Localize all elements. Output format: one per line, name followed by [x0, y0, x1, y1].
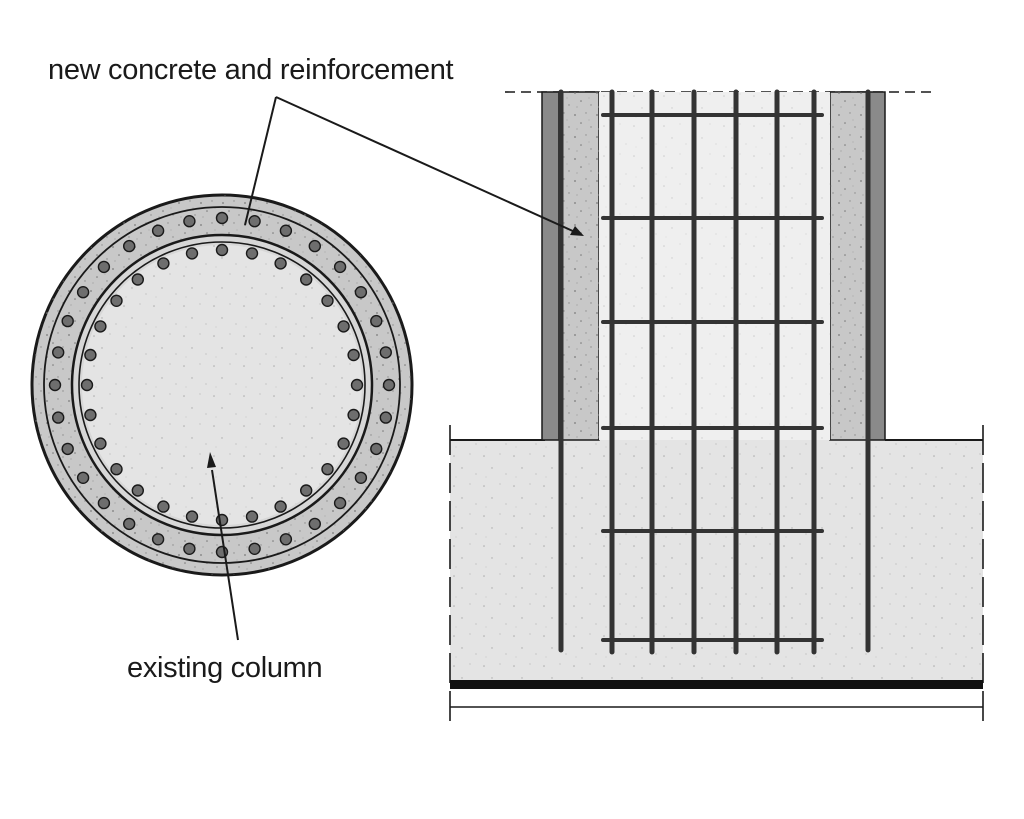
rebar-dot — [131, 484, 145, 497]
rebar-dot — [84, 408, 97, 422]
rebar-dot — [185, 247, 199, 260]
rebar-dot — [337, 320, 350, 333]
rebar-dot — [157, 257, 170, 270]
rebar-dot — [94, 320, 107, 333]
rebar-dot — [248, 214, 261, 228]
new-reinforcement-bars — [48, 211, 396, 559]
rebar-dot — [245, 510, 259, 523]
rebar-dot — [80, 378, 94, 392]
rebar-dot — [354, 286, 368, 299]
rebar-dot — [61, 314, 74, 328]
rebar-dot — [151, 224, 165, 237]
rebar-dot — [370, 442, 383, 456]
rebar-dot — [52, 411, 65, 424]
rebar-dot — [347, 348, 360, 362]
rebar-dot — [321, 463, 334, 476]
rebar-dot — [382, 378, 396, 392]
rebar-dot — [131, 273, 145, 286]
existing-column-elevation — [599, 92, 830, 440]
rebar-dot — [122, 239, 136, 253]
rebar-dot — [183, 214, 196, 228]
rebar-dot — [157, 500, 170, 513]
rebar-dot — [110, 294, 123, 307]
rebar-dot — [122, 517, 136, 531]
rebar-dot — [300, 273, 313, 286]
rebar-dot — [215, 243, 229, 257]
rebar-dot — [379, 346, 392, 359]
rebar-dot — [379, 411, 392, 424]
rebar-dot — [97, 496, 111, 510]
rebar-dot — [48, 378, 62, 392]
rebar-dot — [333, 260, 347, 274]
existing-reinforcement-bars — [80, 243, 364, 527]
inner-hoop — [78, 241, 366, 529]
rebar-dot — [279, 533, 293, 546]
left-jacket — [541, 91, 600, 441]
rebar-dot — [274, 500, 287, 513]
label-existing-column: existing column — [127, 652, 322, 684]
rebar-dot — [84, 348, 97, 362]
reinforcement-cage — [601, 89, 824, 655]
rebar-dot — [94, 437, 107, 450]
footing — [449, 425, 984, 725]
rebar-dot — [151, 533, 165, 546]
rebar-dot — [110, 463, 123, 476]
rebar-dot — [300, 484, 313, 497]
rebar-dot — [245, 247, 259, 260]
outer-hoop — [43, 206, 401, 564]
rebar-dot — [333, 496, 347, 510]
rebar-dot — [308, 517, 321, 531]
rebar-dot — [337, 437, 350, 450]
rebar-dot — [370, 314, 383, 328]
rebar-dot — [215, 211, 229, 225]
existing-column-core — [82, 245, 362, 525]
rebar-dot — [61, 442, 74, 456]
label-new-concrete: new concrete and reinforcement — [48, 54, 454, 86]
rebar-dot — [183, 542, 196, 555]
right-jacket — [829, 91, 886, 441]
elevation-view — [449, 89, 984, 725]
rebar-dot — [76, 471, 90, 484]
leader-lines — [207, 96, 584, 641]
footing-base-band — [450, 680, 983, 689]
rebar-dot — [321, 294, 334, 307]
rebar-dot — [97, 260, 111, 274]
rebar-dot — [350, 378, 364, 392]
rebar-dot — [308, 239, 321, 253]
rebar-dot — [354, 471, 368, 484]
rebar-dot — [274, 257, 287, 270]
rebar-dot — [52, 346, 65, 359]
cross-section — [30, 193, 414, 577]
rebar-dot — [347, 408, 360, 422]
rebar-dot — [185, 510, 199, 523]
rebar-dot — [76, 286, 90, 299]
rebar-dot — [279, 224, 293, 237]
rebar-dot — [248, 542, 261, 555]
